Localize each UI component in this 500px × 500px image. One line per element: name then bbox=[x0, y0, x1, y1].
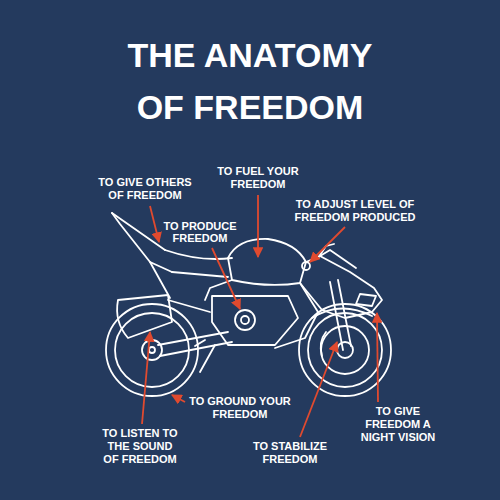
part-label: TO GIVE FREEDOM A NIGHT VISION bbox=[353, 405, 443, 444]
part-label: TO GROUND YOUR FREEDOM bbox=[180, 395, 300, 421]
motorcycle-outline bbox=[106, 213, 391, 396]
part-label: TO GIVE OTHERS OF FREEDOM bbox=[93, 176, 197, 202]
part-label: TO LISTEN TO THE SOUND OF FREEDOM bbox=[100, 427, 180, 466]
leader-arrows bbox=[142, 195, 378, 437]
part-label: TO ADJUST LEVEL OF FREEDOM PRODUCED bbox=[287, 198, 423, 224]
part-label: TO PRODUCE FREEDOM bbox=[154, 220, 246, 244]
title: THE ANATOMY OF FREEDOM bbox=[110, 29, 390, 133]
part-label: TO FUEL YOUR FREEDOM bbox=[208, 165, 308, 191]
part-label: TO STABILIZE FREEDOM bbox=[242, 440, 338, 466]
